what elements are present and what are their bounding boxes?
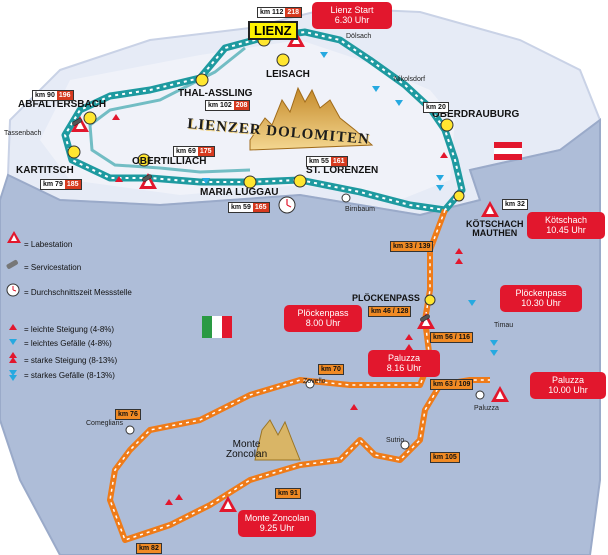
legend-labestation: = Labestation	[24, 240, 73, 249]
service-markers	[72, 118, 430, 322]
town-dot	[341, 193, 351, 203]
town-maria-luggau: MARIA LUGGAU	[200, 187, 279, 198]
town-kartitsch: KARTITSCH	[16, 165, 74, 176]
legend-leichtes-gefaelle: = leichtes Gefälle (4-8%)	[24, 339, 112, 348]
town-dot	[453, 190, 465, 202]
town-thal-assling: THAL-ASSLING	[178, 88, 253, 99]
km-marker-koetschach: km 32	[502, 199, 528, 210]
italy-region	[0, 118, 601, 555]
town-birnbaum: Birnbaum	[345, 206, 375, 213]
km-marker-ploecken-south: km 56 / 116	[430, 332, 473, 343]
km-marker-paluzza: km 63 / 109	[430, 379, 474, 390]
messstelle-markers	[278, 196, 296, 214]
italy-flag	[202, 316, 232, 338]
legend-starke-steigung: = starke Steigung (8-13%)	[24, 356, 118, 365]
town-dot	[276, 53, 290, 67]
town-dot	[440, 118, 454, 132]
town-dot	[195, 73, 209, 87]
zoncolan-mountain	[254, 419, 301, 461]
km-marker-birnbaum: km 33 / 139	[390, 241, 434, 252]
km-marker-ploeckenpass: km 46 / 128	[368, 306, 412, 317]
town-obertilliach: OBERTILLIACH	[132, 156, 207, 167]
town-dot	[305, 379, 315, 389]
legend-starkes-gefaelle: = starkes Gefälle (8-13%)	[24, 371, 115, 380]
town-timau: Timau	[494, 322, 514, 329]
dolomiten-mountain	[249, 86, 374, 151]
town-leisach: LEISACH	[266, 69, 310, 80]
km-marker-zoncolan: km 91	[275, 488, 301, 499]
town-dot	[137, 153, 151, 167]
town-dot	[293, 174, 307, 188]
town-monte-zoncolan: Monte Zoncolan	[226, 439, 268, 460]
town-dot	[125, 425, 135, 435]
town-abfaltersbach: ABFALTERSBACH	[18, 99, 107, 110]
town-koetschach: KÖTSCHACH MAUTHEN	[466, 219, 524, 238]
town-dot	[243, 175, 257, 189]
km-marker-sutrio: km 105	[430, 452, 460, 463]
austria-flag	[494, 142, 522, 160]
town-doelsach: Dölsach	[346, 33, 372, 40]
town-dot	[83, 111, 97, 125]
km-marker-oberdrauburg: km 20	[423, 102, 449, 113]
town-dot	[400, 440, 410, 450]
legend-servicestation: = Servicestation	[24, 263, 82, 272]
legend-icons	[6, 231, 21, 381]
town-st-lorenzen: ST. LORENZEN	[306, 165, 379, 176]
town-tassenbach: Tassenbach	[4, 130, 42, 137]
town-sutrio: Sutrio	[386, 437, 405, 444]
legend-leichte-steigung: = leichte Steigung (4-8%)	[24, 325, 115, 334]
legend-messstelle: = Durchschnittszeit Messstelle	[24, 288, 132, 297]
town-comeglians: Comeglians	[86, 420, 123, 427]
town-nikolsdorf: Nikolsdorf	[394, 76, 426, 83]
km-marker-comeglians: km 76	[115, 409, 141, 420]
town-zovello: Zovello	[303, 378, 326, 385]
town-oberdrauburg: OBERDRAUBURG	[432, 109, 520, 120]
town-dot	[424, 294, 436, 306]
km-marker-bottom: km 82	[136, 543, 162, 554]
town-paluzza: Paluzza	[474, 405, 499, 412]
town-dot	[67, 145, 81, 159]
town-dot	[475, 390, 485, 400]
km-marker-zovello: km 70	[318, 364, 344, 375]
town-ploeckenpass: PLÖCKENPASS	[352, 293, 420, 303]
gradient-arrows	[112, 52, 498, 505]
town-lienz: LIENZ	[248, 21, 298, 40]
